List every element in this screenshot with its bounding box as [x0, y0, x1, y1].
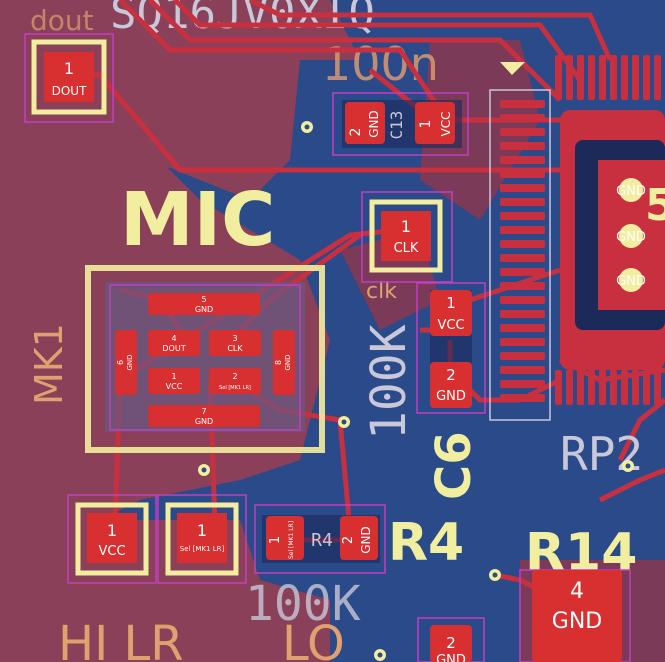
- svg-text:1: 1: [197, 521, 207, 540]
- mic-pad-num: 7: [201, 407, 206, 416]
- svg-text:GND: GND: [616, 184, 646, 199]
- svg-text:2: 2: [341, 536, 356, 544]
- vias: [198, 121, 634, 661]
- svg-text:1: 1: [401, 217, 411, 236]
- svg-text:VCC: VCC: [439, 112, 453, 137]
- svg-text:2: 2: [446, 634, 456, 652]
- svg-text:C13: C13: [387, 111, 406, 140]
- lo-label: LO: [282, 616, 345, 662]
- svg-text:GND: GND: [367, 110, 381, 138]
- clk-net-label: clk: [366, 279, 397, 304]
- svg-text:VCC: VCC: [98, 544, 125, 559]
- mic-pad-name: GND: [284, 354, 292, 370]
- rp2-label: RP2: [560, 427, 643, 481]
- svg-text:1: 1: [418, 120, 434, 129]
- big-gnd-pad[interactable]: 4 GND: [519, 569, 631, 662]
- svg-text:1: 1: [446, 294, 456, 312]
- svg-text:VCC: VCC: [437, 318, 464, 333]
- mic-pad-name: DOUT: [162, 344, 185, 353]
- dout-net-label: dout: [30, 4, 94, 37]
- r4-resistor[interactable]: 1 Sel [MK1 LR] 2 GND R4: [254, 504, 386, 574]
- bottom-gnd-pad[interactable]: 2 GND: [417, 617, 485, 662]
- value-100k-vertical: 100K: [361, 324, 417, 440]
- hi-vcc-pad[interactable]: 1 VCC: [67, 494, 157, 584]
- svg-text:2: 2: [348, 128, 364, 137]
- ic-courtyard: [489, 89, 551, 421]
- svg-text:1: 1: [268, 536, 283, 544]
- mic-pad-num: 5: [201, 295, 206, 304]
- mic-pad-name: CLK: [227, 344, 243, 353]
- ic-pins: [500, 55, 661, 405]
- mic-pad-num: 6: [116, 360, 125, 365]
- svg-text:GND: GND: [552, 609, 602, 634]
- switch-ref-text: 5: [645, 180, 665, 231]
- mic-pad-name: GND: [195, 305, 213, 314]
- svg-text:Sel [MK1 LR]: Sel [MK1 LR]: [288, 521, 295, 559]
- svg-text:GND: GND: [436, 389, 466, 404]
- svg-text:1: 1: [64, 59, 74, 78]
- svg-text:GND: GND: [359, 526, 373, 554]
- pin1-marker: [500, 62, 525, 75]
- mic-pad-num: 8: [274, 360, 283, 365]
- mic-pad-name: Sel [MK1 LR]: [219, 385, 251, 391]
- mic-pad-num: 3: [232, 334, 237, 343]
- c6-capacitor[interactable]: 1 VCC 2 GND: [416, 282, 486, 414]
- mic-pad-num: 4: [171, 334, 176, 343]
- svg-text:2: 2: [446, 366, 456, 384]
- svg-text:DOUT: DOUT: [52, 84, 87, 98]
- svg-text:4: 4: [570, 579, 584, 604]
- dout-pad[interactable]: 1 DOUT: [24, 33, 114, 123]
- mic-pad-name: GND: [126, 354, 134, 370]
- value-100k-horizontal: 100K: [245, 576, 361, 632]
- svg-text:CLK: CLK: [394, 241, 419, 256]
- svg-text:R4: R4: [311, 530, 333, 551]
- svg-text:Sel [MK1 LR]: Sel [MK1 LR]: [180, 545, 225, 553]
- svg-text:GND: GND: [616, 230, 646, 245]
- mk1-label: MK1: [27, 323, 71, 405]
- mic-pad-num: 2: [232, 372, 237, 381]
- hi-lr-label: HI LR: [58, 616, 184, 662]
- mic-pad-num: 1: [171, 372, 176, 381]
- mic-pad-name: VCC: [166, 382, 183, 391]
- svg-text:GND: GND: [616, 274, 646, 289]
- switch-gnd-pins: GND GND GND: [616, 178, 646, 292]
- mic-pad-name: GND: [195, 417, 213, 426]
- clk-pad[interactable]: 1 CLK: [361, 191, 453, 283]
- r4-label: R4: [388, 513, 464, 573]
- svg-text:GND: GND: [436, 653, 466, 662]
- svg-text:1: 1: [107, 521, 117, 540]
- c13-capacitor[interactable]: 2 GND 1 VCC C13: [332, 92, 469, 156]
- lr-select-pad[interactable]: 1 Sel [MK1 LR]: [157, 494, 247, 584]
- c6-label: C6: [426, 431, 482, 500]
- mic-label: MIC: [120, 177, 275, 263]
